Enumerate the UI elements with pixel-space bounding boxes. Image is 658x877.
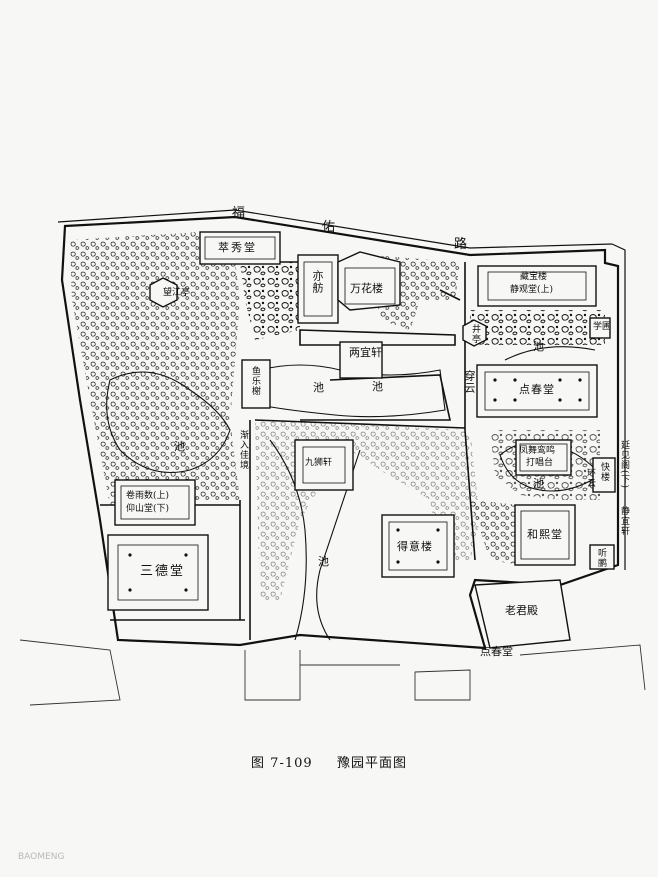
label-jingyi-pavilion: 静宜轩: [619, 506, 629, 536]
label-pond-south: 池: [318, 555, 329, 568]
road-label-lu: 路: [454, 237, 468, 252]
label-liangyi-pavilion: 两宜轩: [349, 346, 382, 359]
label-yifang: 亦舫: [311, 270, 324, 294]
label-wanhua-tower: 万花楼: [350, 282, 383, 295]
label-cuixiu-hall: 萃秀堂: [218, 241, 257, 254]
building-footprints: [107, 231, 616, 649]
label-dianchun-hall: 点春堂: [519, 383, 555, 396]
column-dots: [128, 378, 582, 592]
label-yangshan-hall: 仰山堂(下): [126, 504, 170, 514]
label-yanjian-pavilion: 延见阁(下): [619, 440, 629, 490]
label-well-pavilion: 井亭: [470, 324, 480, 344]
label-huanyun: 环云: [585, 468, 595, 488]
caption-number: 图 7-109: [251, 756, 313, 771]
label-yule-pavilion: 鱼乐榭: [250, 366, 260, 396]
label-sande-hall: 三德堂: [140, 564, 186, 579]
label-chuanyun: 穿云: [463, 370, 476, 394]
street-context: [19, 639, 646, 706]
label-juanyu: 卷雨数(上): [126, 491, 170, 501]
figure-caption: 图 7-109 豫园平面图: [0, 752, 658, 771]
site-boundary: [57, 209, 626, 650]
caption-title: 豫园平面图: [336, 756, 407, 771]
label-laojun-hall: 老君殿: [505, 604, 538, 617]
label-cangbao-tower: 藏宝楼: [520, 272, 548, 282]
label-hexi-hall: 和熙堂: [527, 528, 563, 541]
label-kuai-tower: 快楼: [599, 462, 609, 482]
label-pond-center-2: 池: [372, 380, 383, 393]
label-jiajing: 渐入佳境: [238, 430, 248, 470]
label-wangjiang-pavilion: 望江亭: [163, 288, 191, 298]
watermark: BAOMENG: [18, 852, 65, 862]
label-pond-east: 池: [533, 340, 544, 353]
label-dianchun-gate: 点春堂: [480, 645, 513, 658]
road-label-you: 佑: [322, 220, 336, 235]
label-dachang-stage: 打唱台: [526, 458, 554, 468]
label-pond-southeast: 池: [533, 477, 544, 490]
label-jingguan-hall: 静观堂(上): [510, 285, 554, 295]
label-xuepu: 学圃: [593, 322, 612, 332]
label-jiushi-pavilion: 九狮轩: [305, 458, 333, 468]
road-label-fu: 福: [232, 206, 246, 221]
label-pond-west: 池: [174, 440, 185, 453]
label-fengwu: 凤舞鸾鸣: [519, 446, 556, 456]
label-pond-center-1: 池: [313, 381, 324, 394]
label-tingli: 听鹂: [596, 548, 606, 568]
label-deyi-tower: 得意楼: [397, 540, 433, 553]
